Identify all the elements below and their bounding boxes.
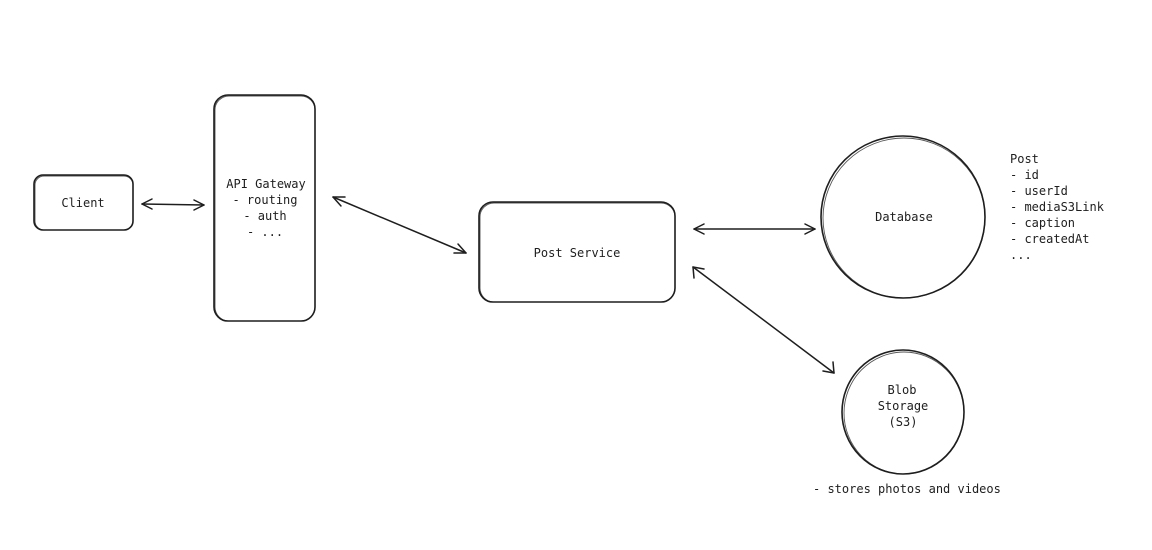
schema-field-createdat: - createdAt [1010, 232, 1089, 246]
schema-field-userid: - userId [1010, 184, 1068, 198]
database-label: Database [875, 210, 933, 224]
api-gateway-line-routing: - routing [232, 193, 297, 207]
post-service-label: Post Service [534, 246, 621, 260]
arrow-postservice-blob [692, 266, 835, 374]
blob-storage-note: - stores photos and videos [813, 482, 1001, 496]
post-service-node[interactable]: Post Service [478, 201, 676, 303]
client-node[interactable]: Client [33, 174, 134, 231]
api-gateway-node[interactable]: API Gateway - routing - auth - ... [213, 94, 316, 322]
blob-storage-node[interactable]: Blob Storage (S3) [841, 349, 965, 475]
blob-storage-line-1: Blob [888, 383, 917, 397]
schema-field-caption: - caption [1010, 216, 1075, 230]
schema-field-medias3link: - mediaS3Link [1010, 200, 1105, 214]
arrow-gateway-postservice [332, 196, 467, 254]
database-node[interactable]: Database [820, 135, 986, 299]
arrow-postservice-database [693, 223, 816, 235]
blob-storage-line-2: Storage [878, 399, 929, 413]
api-gateway-line-more: - ... [247, 225, 283, 239]
blob-storage-line-3: (S3) [889, 415, 918, 429]
post-schema: Post - id - userId - mediaS3Link - capti… [1010, 152, 1105, 262]
api-gateway-title: API Gateway [226, 177, 305, 191]
api-gateway-line-auth: - auth [243, 209, 286, 223]
arrow-client-gateway [141, 198, 205, 211]
client-label: Client [61, 196, 104, 210]
schema-field-id: - id [1010, 168, 1039, 182]
schema-field-more: ... [1010, 248, 1032, 262]
schema-title: Post [1010, 152, 1039, 166]
